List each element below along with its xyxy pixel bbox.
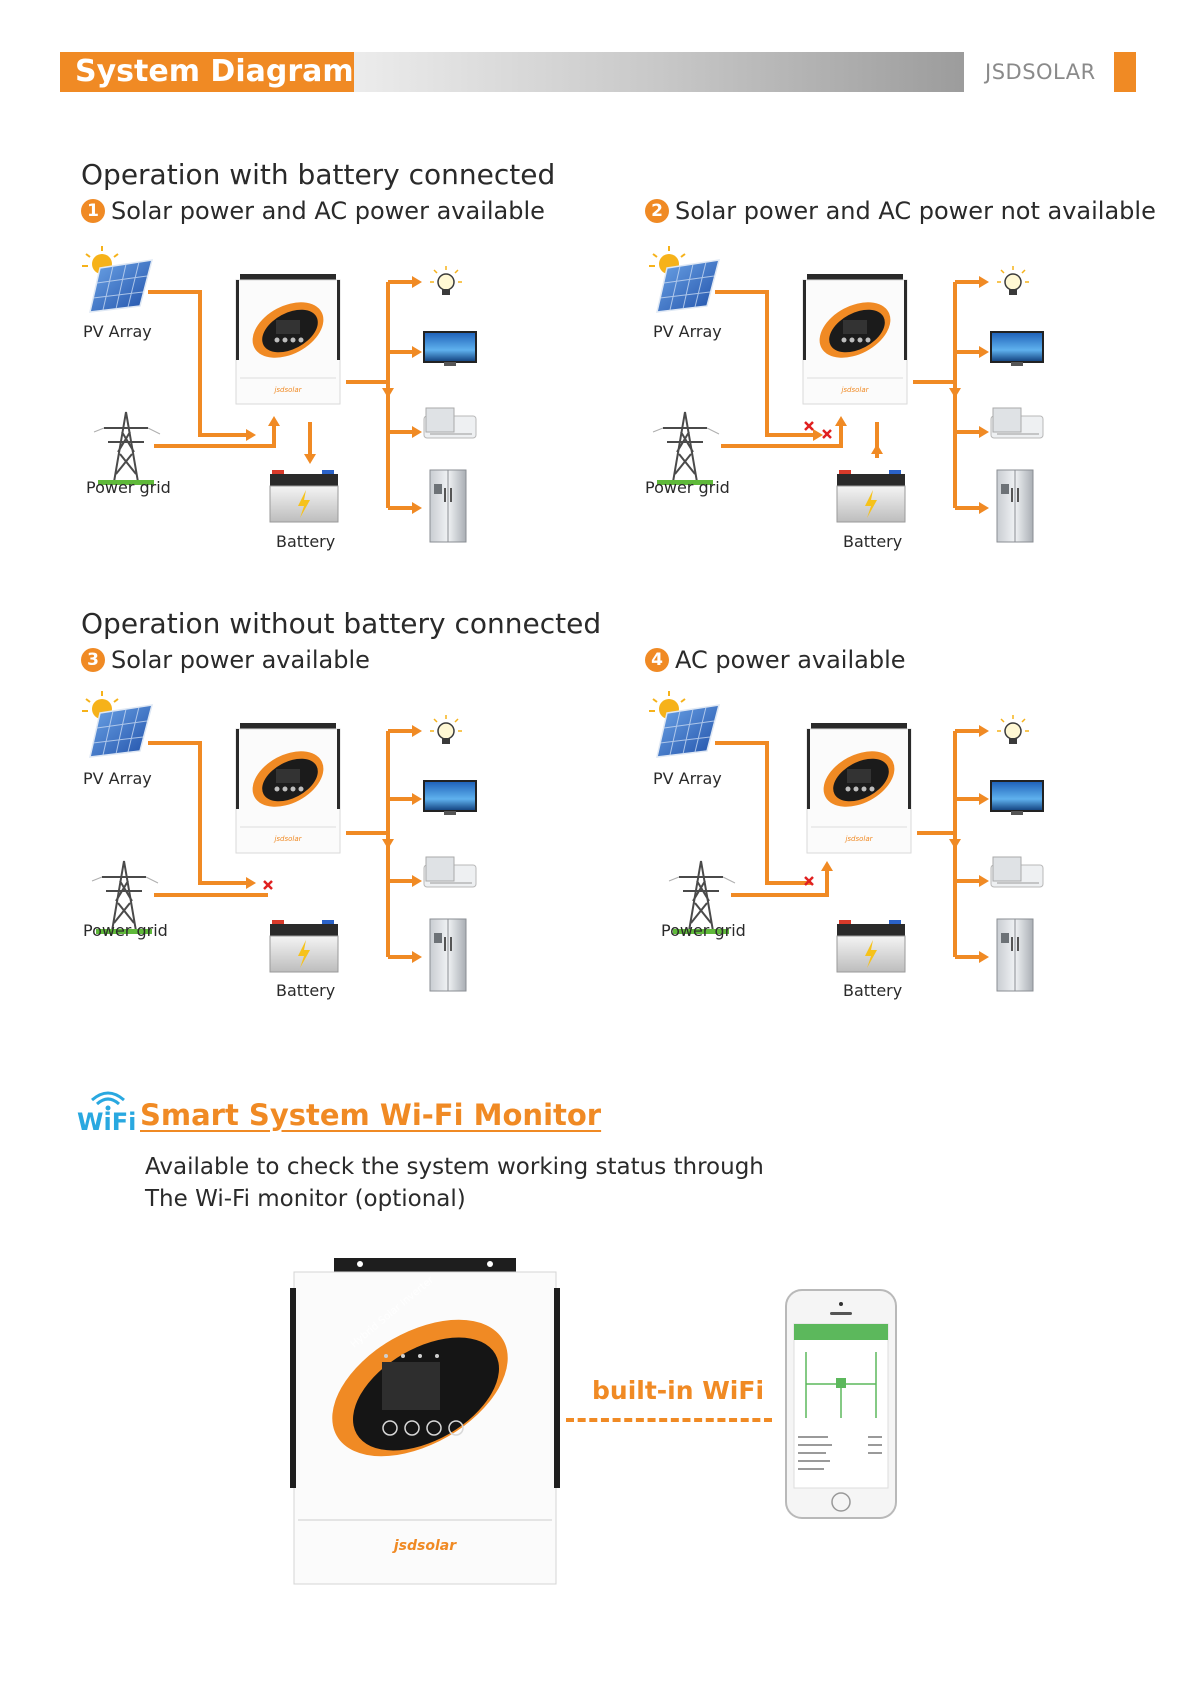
diagram-scenario-4: PV Array Power grid Battery <box>645 685 1105 1005</box>
scenario-number-badge: 3 <box>81 648 105 672</box>
refrigerator-icon <box>996 918 1034 992</box>
pv-array-label: PV Array <box>653 322 722 341</box>
disconnect-x-icon <box>804 876 814 886</box>
pv-array-label: PV Array <box>83 769 152 788</box>
power-grid-label: Power grid <box>83 921 168 940</box>
device-brand-logo: jsdsolar <box>392 1538 457 1554</box>
light-bulb-icon <box>996 265 1030 296</box>
inverter-icon <box>235 273 341 405</box>
tv-icon <box>990 331 1044 367</box>
air-conditioner-icon <box>423 856 477 888</box>
battery-label: Battery <box>843 532 903 551</box>
brand-name: JSDSOLAR <box>985 60 1096 84</box>
brand-accent-block <box>1114 52 1136 92</box>
light-bulb-icon <box>996 714 1030 745</box>
battery-label: Battery <box>276 532 336 551</box>
pv-array-label: PV Array <box>83 322 152 341</box>
header-gradient-bar <box>354 52 964 92</box>
wifi-description-line-2: The Wi-Fi monitor (optional) <box>145 1186 466 1212</box>
refrigerator-icon <box>996 469 1034 543</box>
battery-icon <box>836 469 906 523</box>
refrigerator-icon <box>429 918 467 992</box>
power-grid-label: Power grid <box>645 478 730 497</box>
inverter-icon <box>806 722 912 854</box>
inverter-product-image: Hybrid Solar Inverter jsdsolar <box>290 1258 560 1588</box>
light-bulb-icon <box>429 265 463 296</box>
power-tower-icon <box>93 411 161 486</box>
section-title-with-battery: Operation with battery connected <box>81 158 556 191</box>
scenario-title-text: Solar power and AC power not available <box>675 197 1156 225</box>
wifi-logo-text: WiFi <box>77 1108 137 1136</box>
solar-panel-icon <box>648 690 720 758</box>
battery-icon <box>269 469 339 523</box>
wifi-icon: WiFi <box>77 1091 136 1136</box>
diagram-scenario-1: PV Array Power grid Battery <box>78 240 538 560</box>
scenario-number-badge: 2 <box>645 199 669 223</box>
inverter-icon <box>802 273 908 405</box>
scenario-title-text: Solar power available <box>111 646 370 674</box>
refrigerator-icon <box>429 469 467 543</box>
diagram-scenario-3: PV Array Power grid Battery <box>78 685 538 1005</box>
battery-icon <box>836 919 906 973</box>
wifi-connection-line <box>566 1418 772 1422</box>
battery-label: Battery <box>276 981 336 1000</box>
air-conditioner-icon <box>990 856 1044 888</box>
solar-panel-icon <box>648 245 720 313</box>
scenario-title-text: Solar power and AC power available <box>111 197 545 225</box>
section-title-without-battery: Operation without battery connected <box>81 607 602 640</box>
header-accent-bar <box>60 52 354 92</box>
built-in-wifi-label: built-in WiFi <box>592 1376 765 1405</box>
tv-icon <box>990 780 1044 816</box>
power-grid-label: Power grid <box>661 921 746 940</box>
battery-label: Battery <box>843 981 903 1000</box>
power-grid-label: Power grid <box>86 478 171 497</box>
pv-array-label: PV Array <box>653 769 722 788</box>
disconnect-x-icon <box>263 880 273 890</box>
scenario-2-title: 2 Solar power and AC power not available <box>645 197 1156 225</box>
tv-icon <box>423 331 477 367</box>
inverter-icon <box>235 722 341 854</box>
air-conditioner-icon <box>990 407 1044 439</box>
solar-panel-icon <box>81 245 153 313</box>
tv-icon <box>423 780 477 816</box>
battery-icon <box>269 919 339 973</box>
scenario-number-badge: 1 <box>81 199 105 223</box>
scenario-3-title: 3 Solar power available <box>81 646 370 674</box>
smartphone-icon <box>784 1288 898 1520</box>
scenario-number-badge: 4 <box>645 648 669 672</box>
light-bulb-icon <box>429 714 463 745</box>
power-tower-icon <box>652 411 720 486</box>
diagram-scenario-2: PV Array Power grid Battery <box>645 240 1105 560</box>
solar-panel-icon <box>81 690 153 758</box>
wifi-section-title: Smart System Wi-Fi Monitor <box>140 1098 602 1132</box>
scenario-title-text: AC power available <box>675 646 906 674</box>
disconnect-x-icon <box>804 421 832 439</box>
scenario-4-title: 4 AC power available <box>645 646 906 674</box>
scenario-1-title: 1 Solar power and AC power available <box>81 197 545 225</box>
page-title: System Diagram <box>75 54 354 89</box>
air-conditioner-icon <box>423 407 477 439</box>
wifi-description-line-1: Available to check the system working st… <box>145 1154 764 1180</box>
